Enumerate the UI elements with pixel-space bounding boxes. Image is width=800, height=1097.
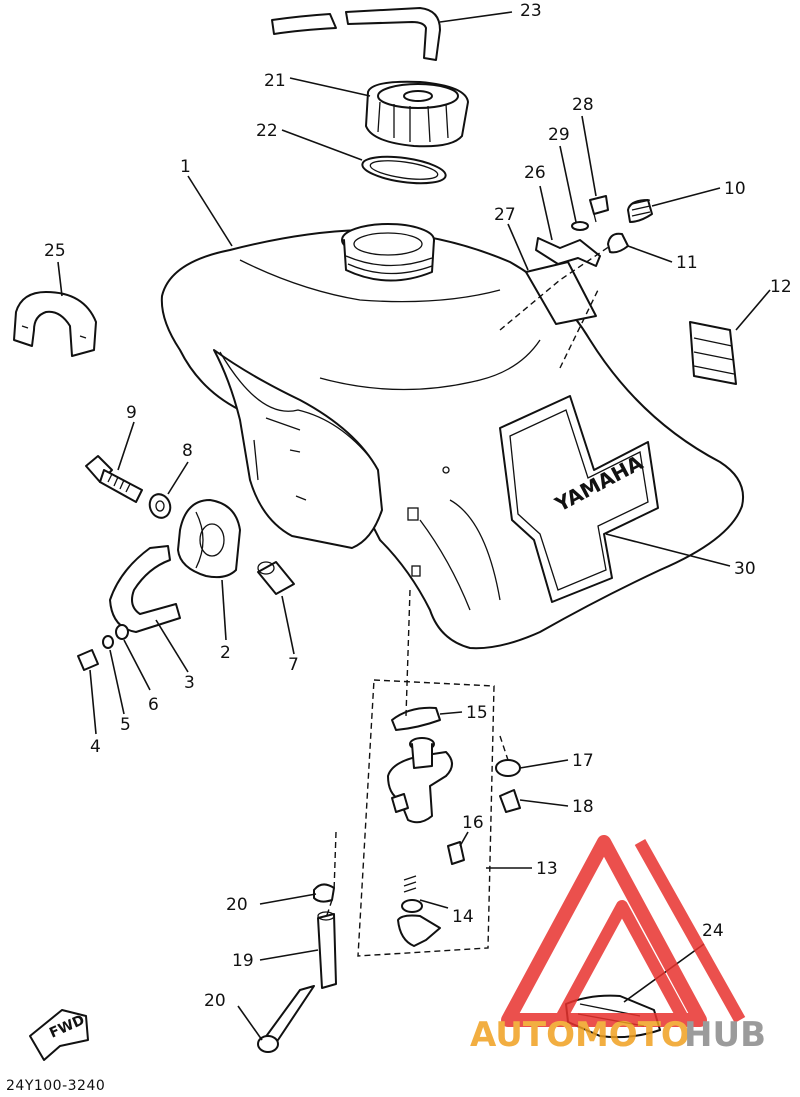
part-3-band (109, 545, 181, 633)
callout-6: 6 (148, 695, 159, 715)
callout-7: 7 (288, 655, 299, 675)
callout-22: 22 (256, 121, 278, 141)
part-9-bolt (85, 455, 143, 503)
callout-10: 10 (724, 179, 746, 199)
parts-bracket-bolts-top-right (499, 195, 653, 369)
part-6-washer (115, 624, 129, 640)
callout-11: 11 (676, 253, 698, 273)
part-20-clip-lower (257, 985, 315, 1053)
fwd-arrow-icon: FWD (29, 1009, 89, 1061)
callout-20-upper: 20 (226, 895, 248, 915)
callout-28: 28 (572, 95, 594, 115)
part-22-cap-gasket (361, 155, 447, 185)
callout-29: 29 (548, 125, 570, 145)
callout-16: 16 (462, 813, 484, 833)
watermark-text-right: HUB (684, 1015, 766, 1055)
callout-labels: 1 2 3 4 5 6 7 8 9 10 11 12 13 14 15 16 1… (44, 1, 792, 1011)
part-25-bracket (13, 291, 97, 357)
part-13-fuel-cock-assembly (357, 589, 521, 957)
callout-23: 23 (520, 1, 542, 21)
part-19-fuel-hose (317, 911, 337, 989)
part-5-washer (102, 635, 114, 649)
callout-9: 9 (126, 403, 137, 423)
callout-1: 1 (180, 157, 191, 177)
part-4-bolt (77, 649, 99, 671)
callout-30: 30 (734, 559, 756, 579)
callout-15: 15 (466, 703, 488, 723)
callout-14: 14 (452, 907, 474, 927)
leader-lines (57, 11, 771, 1041)
diagram-code: 24Y100-3240 (6, 1078, 105, 1094)
part-20-clip-upper (313, 883, 335, 903)
callout-27: 27 (494, 205, 516, 225)
callout-13: 13 (536, 859, 558, 879)
callout-20-lower: 20 (204, 991, 226, 1011)
watermark-text-left: AUTOMOTO (470, 1015, 690, 1055)
watermark-logo: AUTOMOTO HUB (470, 835, 766, 1055)
callout-3: 3 (184, 673, 195, 693)
callout-18: 18 (572, 797, 594, 817)
callout-19: 19 (232, 951, 254, 971)
callout-21: 21 (264, 71, 286, 91)
callout-26: 26 (524, 163, 546, 183)
part-8-washer (148, 493, 172, 519)
callout-24: 24 (702, 921, 724, 941)
callout-2: 2 (220, 643, 231, 663)
part-30-yamaha-emblem: YAMAHA (499, 395, 659, 603)
callout-4: 4 (90, 737, 101, 757)
part-7-collar (257, 561, 295, 595)
callout-8: 8 (182, 441, 193, 461)
part-21-fuel-cap (365, 80, 469, 148)
callout-5: 5 (120, 715, 131, 735)
part-2-damper (177, 499, 241, 579)
part-12-damper (689, 321, 737, 385)
watermark-triangle-icon (501, 835, 746, 1027)
callout-17: 17 (572, 751, 594, 771)
part-1-fuel-tank (160, 223, 744, 650)
callout-25: 25 (44, 241, 66, 261)
part-23-breather-hose (271, 7, 441, 61)
callout-12: 12 (770, 277, 792, 297)
